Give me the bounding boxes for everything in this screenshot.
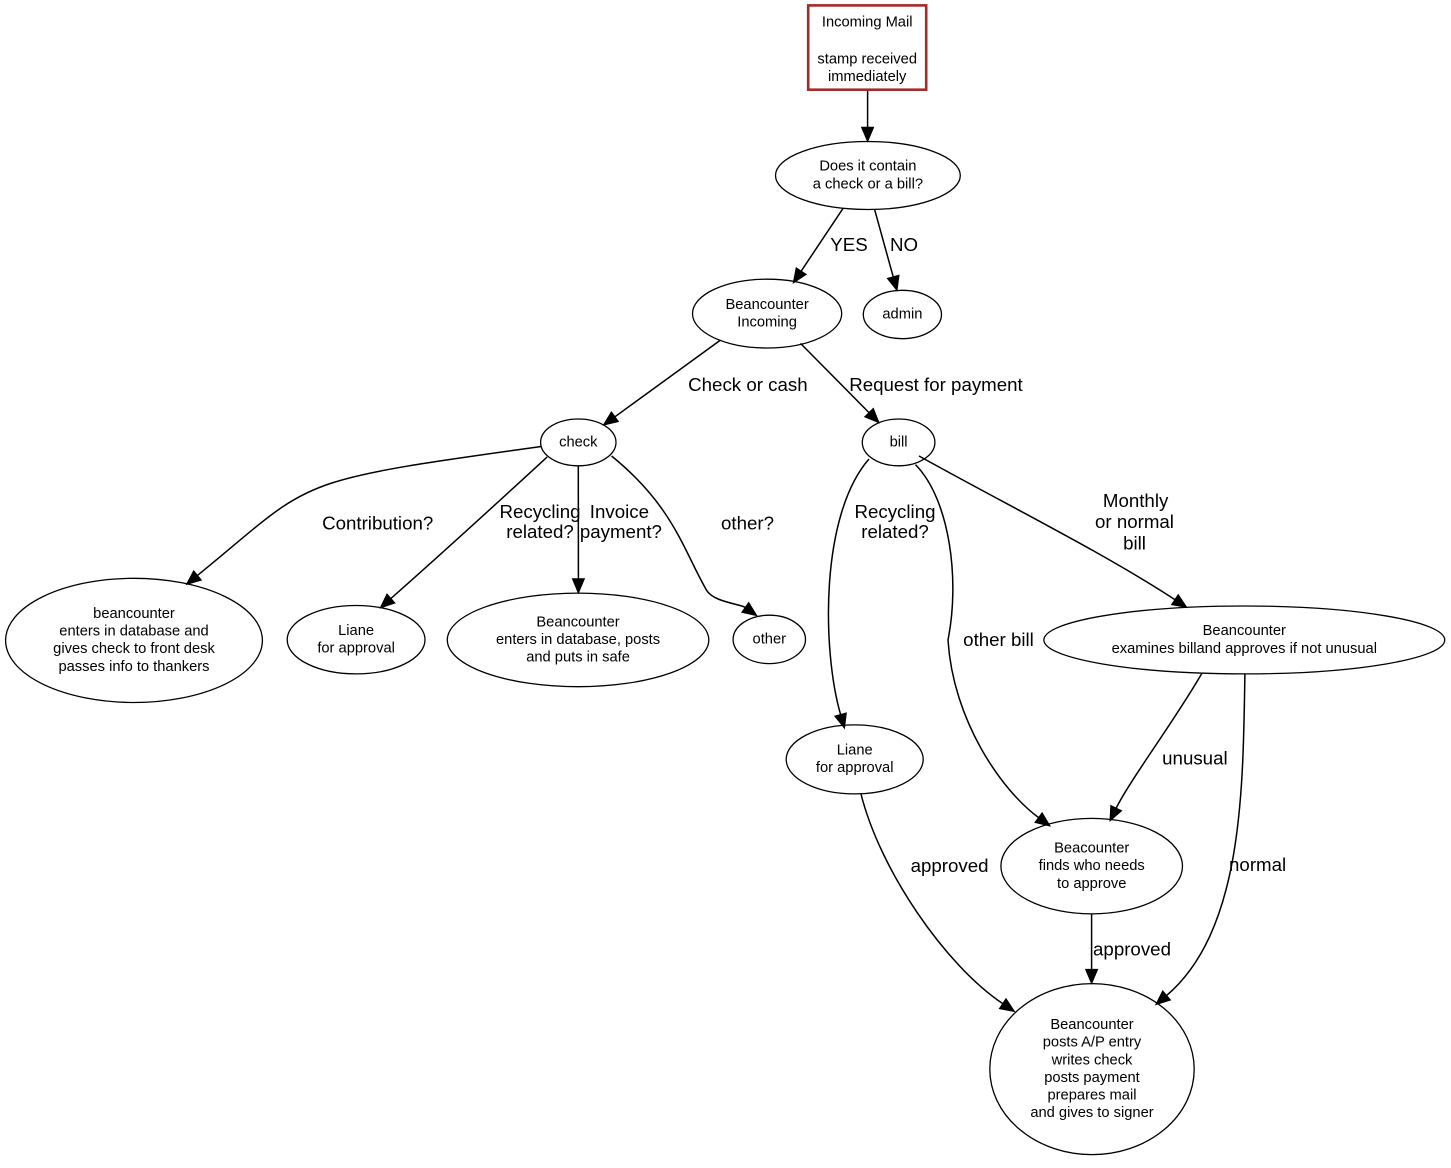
- svg-text:bill: bill: [890, 434, 908, 450]
- svg-text:and puts in safe: and puts in safe: [526, 650, 630, 666]
- svg-text:approved: approved: [911, 855, 989, 876]
- svg-text:admin: admin: [882, 307, 922, 323]
- svg-text:Beancounter: Beancounter: [1203, 623, 1286, 639]
- svg-text:Invoice: Invoice: [590, 501, 649, 522]
- svg-text:other: other: [753, 631, 787, 647]
- svg-text:Monthly: Monthly: [1103, 490, 1169, 511]
- svg-text:to approve: to approve: [1057, 876, 1126, 892]
- svg-text:check: check: [559, 434, 598, 450]
- svg-text:posts A/P entry: posts A/P entry: [1043, 1035, 1142, 1051]
- svg-text:Recycling: Recycling: [854, 501, 935, 522]
- svg-text:payment?: payment?: [580, 521, 662, 542]
- svg-text:enters in database, posts: enters in database, posts: [496, 632, 660, 648]
- svg-text:writes check: writes check: [1051, 1052, 1133, 1068]
- svg-text:beancounter: beancounter: [93, 606, 175, 622]
- svg-text:bill: bill: [1123, 532, 1146, 553]
- svg-text:Incoming: Incoming: [737, 314, 797, 330]
- svg-text:a check or a bill?: a check or a bill?: [813, 176, 923, 192]
- svg-text:and gives to signer: and gives to signer: [1030, 1105, 1153, 1121]
- svg-text:related?: related?: [506, 521, 574, 542]
- svg-text:unusual: unusual: [1162, 748, 1227, 769]
- svg-text:for approval: for approval: [317, 641, 395, 657]
- svg-text:Beancounter: Beancounter: [1050, 1017, 1133, 1033]
- svg-text:Check or cash: Check or cash: [688, 374, 807, 395]
- svg-text:related?: related?: [861, 521, 929, 542]
- svg-text:Beacounter: Beacounter: [1054, 841, 1129, 857]
- svg-text:Request for payment: Request for payment: [849, 374, 1023, 395]
- svg-text:prepares mail: prepares mail: [1048, 1088, 1137, 1104]
- svg-text:YES: YES: [830, 234, 867, 255]
- svg-text:Incoming Mail: Incoming Mail: [822, 15, 913, 31]
- svg-text:finds who needs: finds who needs: [1039, 858, 1145, 874]
- svg-text:other bill: other bill: [963, 629, 1034, 650]
- svg-text:Liane: Liane: [837, 743, 873, 759]
- svg-text:or normal: or normal: [1095, 511, 1174, 532]
- svg-text:approved: approved: [1093, 939, 1171, 960]
- svg-text:Liane: Liane: [338, 623, 374, 639]
- svg-text:NO: NO: [890, 234, 918, 255]
- svg-text:Contribution?: Contribution?: [322, 512, 433, 533]
- svg-text:Beancounter: Beancounter: [725, 297, 808, 313]
- svg-text:other?: other?: [721, 512, 774, 533]
- svg-text:enters in database and: enters in database and: [59, 624, 208, 640]
- svg-text:for approval: for approval: [816, 760, 894, 776]
- svg-text:Recycling: Recycling: [499, 501, 580, 522]
- svg-text:examines billand approves if n: examines billand approves if not unusual: [1112, 641, 1377, 657]
- svg-text:stamp received: stamp received: [817, 51, 917, 67]
- svg-text:gives check to front desk: gives check to front desk: [53, 641, 215, 657]
- svg-text:immediately: immediately: [828, 69, 907, 85]
- svg-text:posts payment: posts payment: [1044, 1070, 1140, 1086]
- svg-text:Beancounter: Beancounter: [536, 614, 619, 630]
- svg-text:passes info to thankers: passes info to thankers: [58, 659, 209, 675]
- svg-text:normal: normal: [1229, 854, 1286, 875]
- svg-text:Does it contain: Does it contain: [819, 159, 916, 175]
